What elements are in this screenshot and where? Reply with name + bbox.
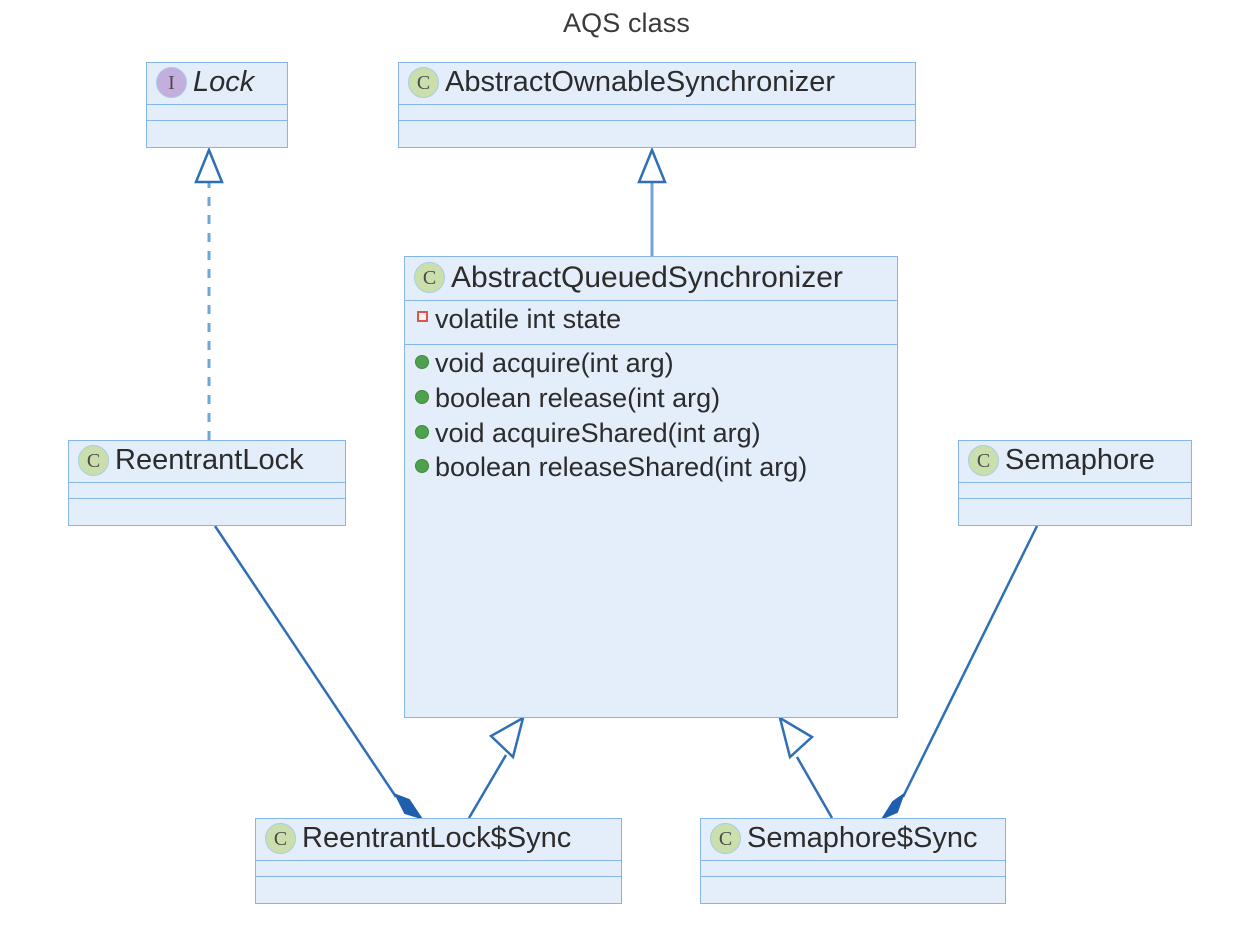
fields-compartment-empty xyxy=(399,105,915,121)
method-row[interactable]: boolean releaseShared(int arg) xyxy=(411,451,891,486)
methods-compartment-empty xyxy=(256,877,621,892)
class-stereotype-icon: C xyxy=(710,823,741,855)
fields-compartment-empty xyxy=(69,483,345,499)
class-stereotype-icon: C xyxy=(408,67,439,99)
method-label: void acquireShared(int arg) xyxy=(435,417,761,448)
class-box-lock[interactable]: I Lock xyxy=(146,62,288,148)
method-row[interactable]: void acquireShared(int arg) xyxy=(411,417,891,452)
class-header: C AbstractOwnableSynchronizer xyxy=(399,63,915,105)
method-label: void acquire(int arg) xyxy=(435,347,674,378)
class-stereotype-icon: C xyxy=(414,262,445,293)
fields-compartment-empty xyxy=(959,483,1191,499)
interface-stereotype-icon: I xyxy=(156,67,187,99)
edge-reentrantlock-composes-rlsync xyxy=(213,525,424,820)
method-label: boolean releaseShared(int arg) xyxy=(435,452,808,483)
field-visibility-icon xyxy=(411,311,433,322)
filled-diamond-arrowhead xyxy=(880,792,905,821)
class-name-label: AbstractQueuedSynchronizer xyxy=(451,261,843,294)
edge-semaphore-composes-semsync xyxy=(880,525,1039,821)
hollow-triangle-arrowhead xyxy=(194,146,224,184)
fields-compartment-empty xyxy=(256,861,621,877)
class-stereotype-icon: C xyxy=(78,445,109,477)
methods-compartment: void acquire(int arg) boolean release(in… xyxy=(405,345,897,492)
methods-compartment-empty xyxy=(959,499,1191,514)
class-header: I Lock xyxy=(147,63,287,105)
composition-line xyxy=(901,525,1039,798)
field-row[interactable]: volatile int state xyxy=(411,303,891,338)
hollow-triangle-arrowhead xyxy=(778,715,815,760)
class-stereotype-icon: C xyxy=(265,823,296,855)
generalization-line xyxy=(467,754,508,819)
methods-compartment-empty xyxy=(147,121,287,136)
composition-line xyxy=(213,525,398,798)
class-header: C ReentrantLock xyxy=(69,441,345,483)
class-name-label: AbstractOwnableSynchronizer xyxy=(445,66,836,98)
diagram-title: AQS class xyxy=(563,8,690,38)
field-label: volatile int state xyxy=(435,304,622,334)
edge-semsync-extends-aqs xyxy=(778,715,834,819)
methods-compartment-empty xyxy=(701,877,1005,892)
method-row[interactable]: void acquire(int arg) xyxy=(411,347,891,382)
method-visibility-icon xyxy=(411,424,433,439)
class-name-label: Semaphore$Sync xyxy=(747,822,978,854)
method-label: boolean release(int arg) xyxy=(435,382,721,413)
hollow-triangle-arrowhead xyxy=(637,146,667,184)
fields-compartment-empty xyxy=(147,105,287,121)
class-box-semaphore-sync[interactable]: C Semaphore$Sync xyxy=(700,818,1006,904)
fields-compartment-empty xyxy=(701,861,1005,877)
generalization-line xyxy=(795,756,834,819)
class-header: C ReentrantLock$Sync xyxy=(256,819,621,861)
method-visibility-icon xyxy=(411,354,433,369)
class-box-abstract-queued-synchronizer[interactable]: C AbstractQueuedSynchronizer volatile in… xyxy=(404,256,898,718)
method-visibility-icon xyxy=(411,459,433,474)
class-box-reentrant-lock[interactable]: C ReentrantLock xyxy=(68,440,346,526)
class-name-label: ReentrantLock xyxy=(115,444,304,476)
class-box-reentrant-lock-sync[interactable]: C ReentrantLock$Sync xyxy=(255,818,622,904)
hollow-triangle-arrowhead xyxy=(488,715,525,760)
class-header: C Semaphore$Sync xyxy=(701,819,1005,861)
class-header: C Semaphore xyxy=(959,441,1191,483)
method-row[interactable]: boolean release(int arg) xyxy=(411,382,891,417)
class-header: C AbstractQueuedSynchronizer xyxy=(405,257,897,301)
class-name-label: Semaphore xyxy=(1005,444,1155,476)
edge-aqs-extends-aos xyxy=(637,146,667,256)
fields-compartment: volatile int state xyxy=(405,301,897,345)
class-name-label: Lock xyxy=(193,66,255,98)
methods-compartment-empty xyxy=(399,121,915,136)
class-name-label: ReentrantLock$Sync xyxy=(302,822,572,854)
edge-reentrantlock-realizes-lock xyxy=(194,146,224,440)
method-visibility-icon xyxy=(411,389,433,404)
class-stereotype-icon: C xyxy=(968,445,999,477)
class-box-abstract-ownable-synchronizer[interactable]: C AbstractOwnableSynchronizer xyxy=(398,62,916,148)
filled-diamond-arrowhead xyxy=(393,793,424,820)
edge-rlsync-extends-aqs xyxy=(467,715,525,819)
class-box-semaphore[interactable]: C Semaphore xyxy=(958,440,1192,526)
methods-compartment-empty xyxy=(69,499,345,514)
